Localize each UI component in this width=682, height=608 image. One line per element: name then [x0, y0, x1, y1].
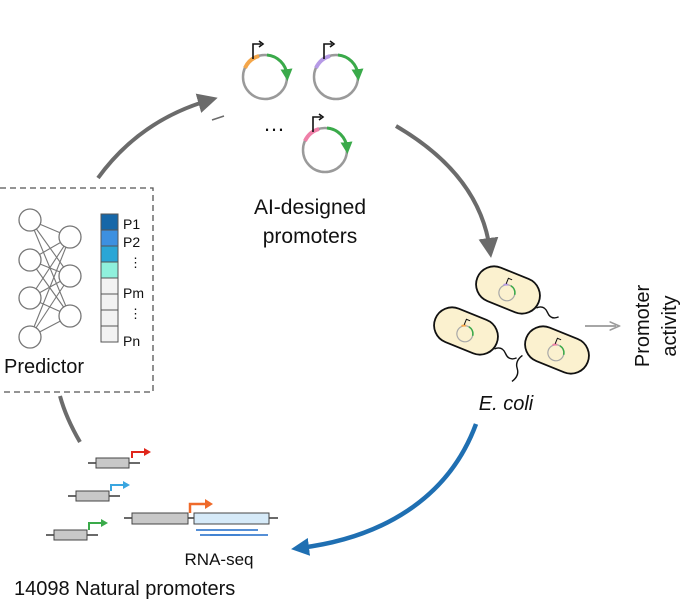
output-label-dots2: ⋮ [129, 306, 142, 321]
natural-gene-3 [46, 519, 108, 541]
output-cells [100, 213, 119, 343]
cycle-arrow-natural-to-predictor [58, 395, 82, 444]
ai-designed-label-line1: AI-designed [254, 196, 366, 219]
ecoli-cell-2 [433, 306, 517, 360]
plasmid-1 [241, 40, 293, 101]
cycle-arrow-tick [211, 115, 225, 121]
ecoli-label: E. coli [479, 393, 534, 415]
cycle-arrow-predictor-to-design [96, 93, 218, 180]
plasmid-2 [312, 40, 364, 101]
blue-arrow-ecoli-to-rnaseq [291, 423, 479, 556]
ai-designed-label-line2: promoters [263, 225, 358, 248]
output-label-pm: Pm [123, 285, 144, 301]
promoter-activity-line1: Promoter [632, 285, 654, 368]
plasmid-ellipsis: … [263, 111, 285, 136]
output-label-pn: Pn [123, 333, 140, 349]
natural-gene-2 [68, 481, 130, 502]
predictor-label: Predictor [4, 356, 84, 378]
output-label-dots1: ⋮ [129, 255, 142, 270]
output-label-p1: P1 [123, 216, 140, 232]
plasmid-n [301, 113, 353, 174]
cycle-arrow-design-to-ecoli [394, 124, 499, 258]
predictor-box: P1 P2 ⋮ Pm ⋮ Pn Predictor [0, 187, 154, 393]
ecoli-cell-1 [475, 265, 559, 319]
neural-net-nodes [18, 208, 82, 349]
natural-gene-1 [88, 448, 151, 469]
rnaseq-label: RNA-seq [185, 550, 254, 569]
ecoli-cell-3 [511, 325, 590, 382]
promoter-activity-line2: activity [659, 295, 681, 356]
natural-promoters-label: 14098 Natural promoters [14, 578, 235, 600]
rnaseq-gene [124, 499, 278, 536]
output-label-p2: P2 [123, 234, 140, 250]
